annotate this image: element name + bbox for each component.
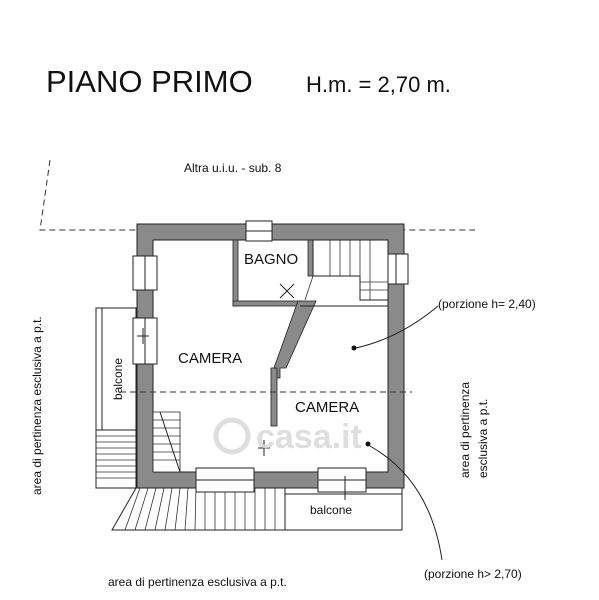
corner-stair	[152, 411, 181, 473]
watermark: casa.it	[213, 417, 362, 456]
neighbor-unit-label: Altra u.i.u. - sub. 8	[184, 161, 282, 175]
south-steps	[111, 487, 286, 531]
low-height-marker	[351, 345, 357, 351]
room-label-bedroom-left: CAMERA	[178, 350, 242, 367]
high-height-note: (porzione h> 2,70)	[424, 567, 522, 581]
windows	[132, 220, 409, 493]
south-balcony-label: balcone	[310, 503, 352, 517]
room-label-bedroom-right: CAMERA	[295, 399, 359, 416]
high-height-marker	[365, 441, 371, 447]
low-height-leader	[355, 305, 439, 349]
west-balcony-label: balcone	[111, 358, 125, 400]
high-height-leader	[369, 445, 443, 561]
height-note: H.m. = 2,70 m.	[306, 72, 451, 97]
exclusive-area-bottom-label: area di pertinenza esclusiva a p.t.	[108, 575, 287, 589]
internal-stair	[304, 239, 389, 301]
tick-marks	[137, 328, 346, 500]
low-height-note: (porzione h= 2,40)	[438, 297, 536, 311]
exclusive-area-right-label-2: esclusiva a p.t.	[476, 399, 490, 478]
exclusive-area-left-label: area di pertinenza esclusiva a p.t.	[30, 316, 44, 495]
external-stair-west	[95, 429, 137, 489]
plan-title: PIANO PRIMO	[46, 64, 253, 99]
room-label-bathroom: BAGNO	[244, 251, 298, 268]
exclusive-area-right-label-1: area di pertinenza	[458, 382, 472, 478]
south-balcony: balcone	[284, 487, 403, 531]
interior-walls	[232, 239, 388, 427]
watermark-text: casa.it	[256, 418, 362, 456]
